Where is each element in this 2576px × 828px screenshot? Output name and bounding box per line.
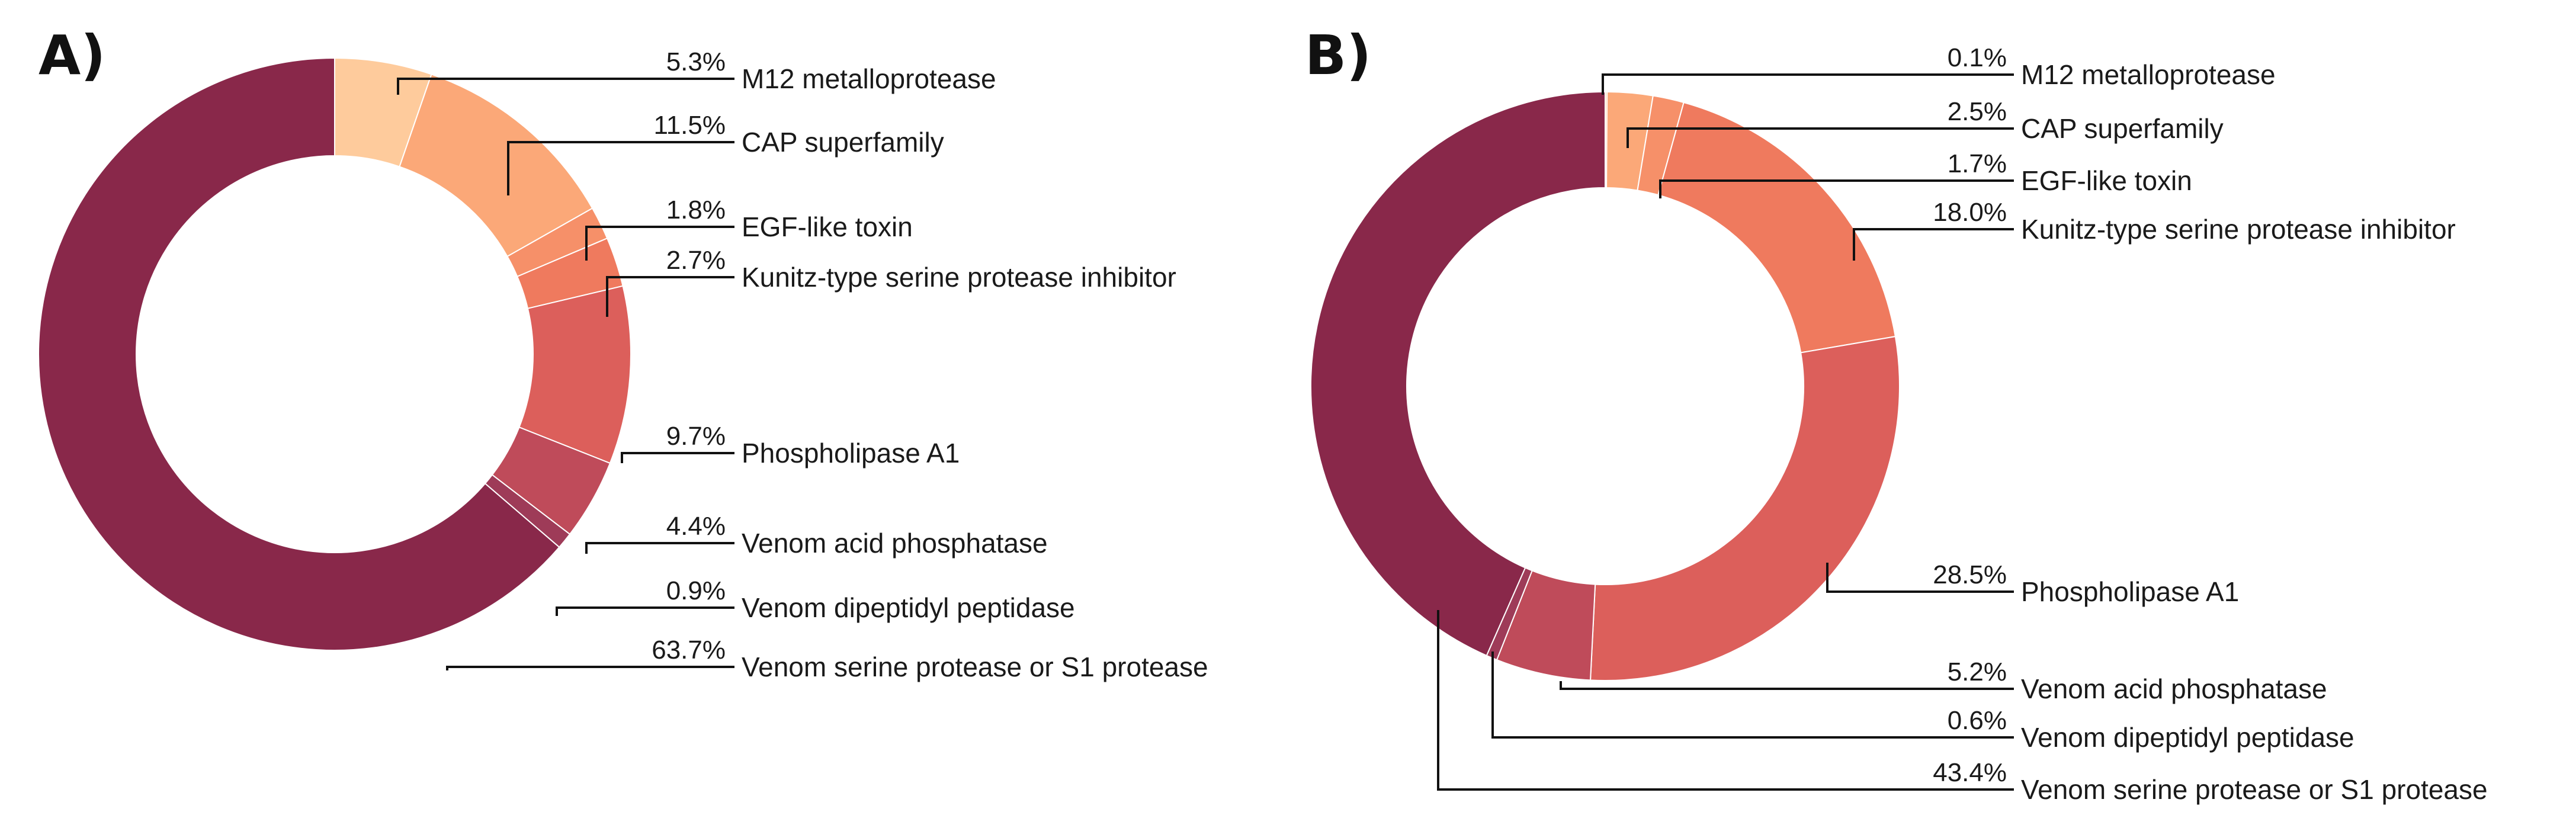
category-label: Kunitz-type serine protease inhibitor: [742, 262, 1176, 293]
percent-label: 2.7%: [666, 246, 726, 275]
leader-line: [621, 452, 734, 463]
percent-label: 0.1%: [1948, 43, 2007, 72]
percent-label: 0.6%: [1948, 706, 2007, 735]
percent-label: 2.5%: [1948, 97, 2007, 126]
slice-8: [38, 57, 560, 651]
percent-label: 11.5%: [654, 111, 726, 140]
category-label: Venom dipeptidyl peptidase: [2021, 722, 2354, 753]
leader-line: [1627, 127, 2014, 148]
percent-label: 5.3%: [666, 47, 726, 76]
percent-label: 9.7%: [666, 422, 726, 451]
percent-label: 1.7%: [1948, 149, 2007, 178]
leader-line: [585, 226, 734, 261]
category-label: M12 metalloprotease: [2021, 59, 2276, 90]
leader-line: [1491, 652, 2014, 739]
percent-label: 1.8%: [666, 195, 726, 224]
percent-label: 5.2%: [1948, 657, 2007, 686]
leader-line: [585, 542, 734, 554]
leader-line: [1602, 73, 2014, 95]
leader-line: [1659, 179, 2014, 198]
category-label: EGF-like toxin: [742, 211, 913, 242]
slice-8: [1310, 91, 1606, 657]
category-label: Venom acid phosphatase: [2021, 673, 2327, 704]
percent-label: 63.7%: [652, 636, 726, 665]
percent-label: 43.4%: [1933, 758, 2007, 787]
category-label: M12 metalloprotease: [742, 63, 996, 94]
category-label: EGF-like toxin: [2021, 165, 2192, 196]
leader-line: [397, 78, 734, 95]
donut-chart-b: B) 0.1% M12 metalloprotease 2.5% CAP superfa…: [1305, 24, 2488, 805]
percent-label: 28.5%: [1933, 560, 2007, 589]
category-label: Phospholipase A1: [742, 438, 960, 468]
leader-line: [1853, 228, 2014, 261]
percent-label: 4.4%: [666, 512, 726, 541]
leader-line: [446, 666, 734, 670]
category-label: Venom acid phosphatase: [742, 528, 1048, 559]
category-label: Venom serine protease or S1 protease: [2021, 774, 2488, 805]
donut-chart-a: A) 5.3% M12 metalloprotease 11.5% CAP superf…: [38, 24, 1208, 682]
leader-line: [1560, 681, 2014, 690]
leader-line: [556, 606, 734, 616]
percent-label: 18.0%: [1933, 198, 2007, 227]
slice-5: [1589, 335, 1900, 681]
leader-line: [606, 276, 734, 317]
panel-letter: B): [1305, 24, 1371, 87]
leader-line: [1826, 563, 2014, 593]
category-label: Phospholipase A1: [2021, 576, 2239, 607]
leader-line: [507, 141, 734, 195]
panel-letter: A): [39, 24, 105, 87]
leader-line: [1437, 610, 2014, 791]
slice-4: [1657, 101, 1897, 354]
category-label: CAP superfamily: [2021, 113, 2224, 144]
category-label: Venom dipeptidyl peptidase: [742, 592, 1075, 623]
percent-label: 0.9%: [666, 576, 726, 605]
category-label: CAP superfamily: [742, 127, 944, 158]
category-label: Kunitz-type serine protease inhibitor: [2021, 214, 2456, 245]
category-label: Venom serine protease or S1 protease: [742, 652, 1208, 682]
